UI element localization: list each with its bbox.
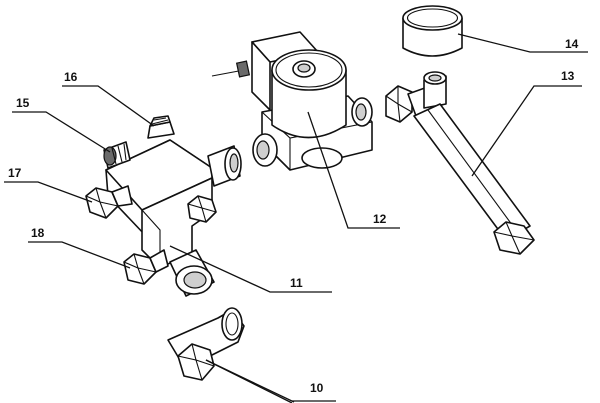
label-16: 16 [64, 70, 78, 84]
part-13-elbow-tube [385, 71, 535, 255]
part-14-cap [402, 5, 463, 57]
leader-lines [4, 33, 588, 403]
part-11-manifold [85, 115, 242, 297]
label-13: 13 [561, 69, 575, 83]
label-10: 10 [310, 381, 324, 395]
label-12: 12 [373, 212, 387, 226]
label-14: 14 [565, 37, 579, 51]
label-18: 18 [31, 226, 45, 240]
label-15: 15 [16, 96, 30, 110]
label-11: 11 [290, 276, 303, 290]
part-12-pump-body [211, 31, 373, 171]
labels: 10 11 12 13 14 15 16 17 18 [8, 37, 579, 395]
label-17: 17 [8, 166, 22, 180]
part-10-elbow [167, 307, 245, 381]
